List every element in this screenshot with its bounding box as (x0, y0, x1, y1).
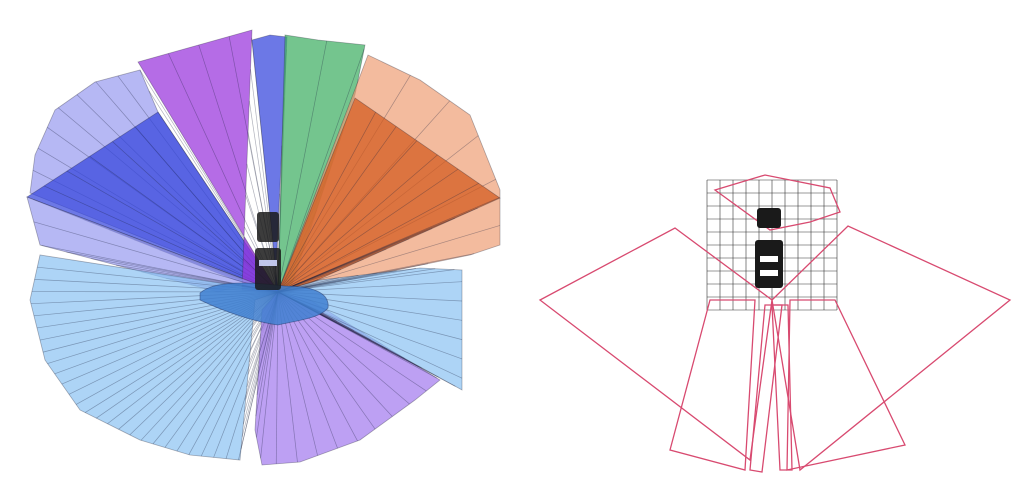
vehicle-window (760, 256, 778, 262)
vehicle-body (255, 248, 281, 290)
vehicle-body (755, 240, 783, 288)
sector-ray (277, 40, 328, 293)
outline-panel-right (510, 0, 1013, 477)
vehicle-icon (255, 212, 281, 290)
vehicle-cab (757, 208, 781, 228)
coverage-panel-left (26, 29, 501, 466)
sector-ray (277, 112, 376, 293)
sector-ray (33, 221, 279, 293)
coverage-sectors-svg (26, 29, 501, 466)
sector-ray (277, 183, 479, 293)
outline-lower-right-quad (786, 299, 906, 471)
sector-ray (277, 238, 410, 293)
sector-ray (277, 197, 500, 293)
sector-ray (277, 140, 418, 293)
vehicle-icon (755, 208, 783, 288)
sector-right-orange (277, 97, 501, 293)
outline-left-wing (538, 227, 773, 462)
sector-ray (277, 126, 397, 293)
outline-lower-left-quad (669, 299, 756, 471)
sector-ray (277, 48, 365, 293)
sector-ray (277, 154, 438, 293)
outline-top-small (713, 174, 841, 231)
sector-ray (277, 217, 456, 293)
vehicle-cab (257, 212, 279, 242)
outline-lower-center-right (771, 304, 793, 471)
sector-ray (277, 207, 478, 293)
outline-sectors-svg (538, 174, 1012, 473)
sector-ray (277, 168, 459, 293)
vehicle-window (259, 260, 277, 266)
sector-ray (277, 248, 387, 293)
sector-ray (277, 228, 433, 293)
vehicle-window (760, 270, 778, 276)
center-overlap-region (199, 282, 329, 326)
outline-right-wing (771, 225, 1012, 472)
sector-ray (43, 185, 279, 293)
